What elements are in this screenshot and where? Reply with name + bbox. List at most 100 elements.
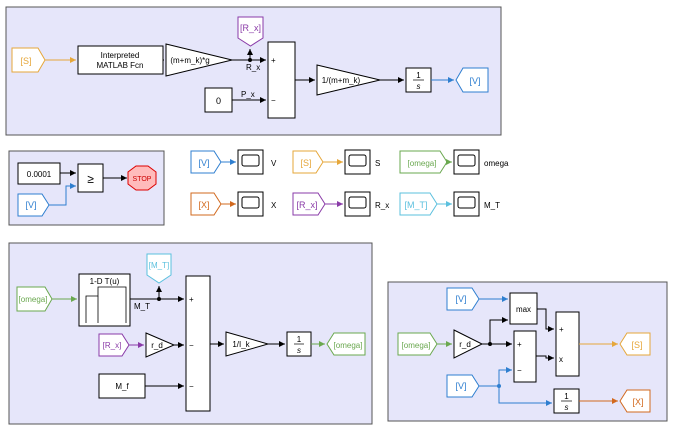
constant-threshold-block[interactable]: 0.0001 [17,162,61,185]
goto-tag-S[interactable]: [S] [619,332,651,356]
from-tag-S-scope[interactable]: [S] [292,150,324,174]
sum-slip-minus: − [517,366,522,375]
from-tag-R_x-scope[interactable]: [R_x] [292,192,326,216]
interpreted-matlab-fcn-block[interactable]: Interpreted MATLAB Fcn [77,45,164,75]
sum-torque-minus1: − [189,341,194,350]
goto-tag-X[interactable]: [X] [619,389,651,413]
from-tag-omega-slip[interactable]: [omega] [397,332,438,356]
gain-inverse-mass-label: 1/(m+m_k) [322,76,361,85]
integrator-position-block[interactable]: 1 s [553,388,580,414]
goto-tag-S-label: [S] [631,340,642,350]
wire-V2-to-integrator [498,386,552,406]
goto-tag-M_T-label: [M_T] [149,261,169,270]
goto-tag-omega-label: [omega] [334,341,363,350]
sum-torque-block[interactable]: + − − [185,275,211,412]
wire-sum-to-product [536,355,554,361]
integrator-velocity-num: 1 [416,71,421,80]
goto-tag-R_x-label: [R_x] [240,23,261,33]
from-tag-V-stop[interactable]: [V] [17,193,50,217]
relational-operator-label: ≥ [87,172,94,186]
lookup-table-block[interactable]: 1-D T(u) [78,273,131,327]
scope-V-label: V [271,159,277,168]
from-tag-M_T-scope-label: [M_T] [404,200,427,210]
from-tag-omega-rot-label: [omega] [19,295,48,304]
scope-S-label: S [375,159,380,168]
goto-tag-V[interactable]: [V] [455,67,489,93]
signal-label-M_T: M_T [134,302,150,311]
scope-S[interactable] [344,149,371,175]
constant-zero-value: 0 [216,96,221,106]
scope-M_T-label: M_T [484,201,500,210]
scope-M_T[interactable] [453,191,480,217]
goto-tag-V-label: [V] [469,76,480,86]
sum-torque-plus: + [189,295,194,304]
integrator-omega-den: s [297,346,301,355]
goto-tag-X-label: [X] [632,397,643,407]
product-plus: + [559,325,564,334]
gain-inverse-mass-block[interactable]: 1/(m+m_k) [316,64,381,96]
scope-R_x[interactable] [344,191,371,217]
constant-M_f-block[interactable]: M_f [98,373,146,399]
gain-r_d-rot-block[interactable]: r_d [145,332,176,358]
goto-tag-R_x-top[interactable]: [R_x] [237,16,264,47]
gain-r_d-rot-label: r_d [151,341,163,350]
integrator-position-num: 1 [564,392,569,401]
relational-operator-block[interactable]: ≥ [77,163,104,193]
from-tag-V-slip2[interactable]: [V] [446,374,480,398]
scope-omega-label: omega [484,159,509,168]
from-tag-S-label: [S] [20,56,31,66]
integrator-omega-num: 1 [297,335,302,344]
from-tag-omega-slip-label: [omega] [402,341,431,350]
integrator-velocity-den: s [417,82,421,91]
max-label: max [516,305,531,314]
sum-force-block[interactable]: + − [267,41,296,119]
sum-torque-minus2: − [189,382,194,391]
integrator-omega-block[interactable]: 1 s [286,331,312,357]
constant-threshold-value: 0.0001 [27,170,52,179]
scope-X[interactable] [237,191,264,217]
goto-tag-M_T[interactable]: [M_T] [146,253,172,284]
from-tag-omega-scope-label: [omega] [408,159,437,168]
stop-label: STOP [133,176,152,183]
signal-label-R_x: R_x [246,63,260,72]
product-x: x [559,355,563,364]
gain-inertia-block[interactable]: 1/I_k [225,331,270,357]
constant-zero-block[interactable]: 0 [204,87,233,113]
from-tag-R_x-rot[interactable]: [R_x] [98,333,130,357]
scope-omega[interactable] [453,149,480,175]
constant-M_f-label: M_f [115,382,129,391]
fcn-label-line2: MATLAB Fcn [97,61,144,70]
goto-tag-omega[interactable]: [omega] [326,332,366,356]
integrator-position-den: s [565,403,569,412]
from-tag-X-scope[interactable]: [X] [190,192,222,216]
gain-r_d-slip-label: r_d [459,340,471,349]
from-tag-omega-scope[interactable]: [omega] [399,150,448,174]
from-tag-M_T-scope[interactable]: [M_T] [399,192,438,216]
wire-V2-to-sum [498,367,512,386]
wire-max-to-product [537,308,554,332]
from-tag-V-slip2-label: [V] [455,381,466,391]
from-tag-V-scope[interactable]: [V] [190,150,222,174]
gain-r_d-slip-block[interactable]: r_d [453,329,484,359]
from-tag-V-slip1-label: [V] [455,294,466,304]
scope-X-label: X [271,201,277,210]
sum-slip-block[interactable]: + − [513,330,537,383]
from-tag-S-top[interactable]: [S] [11,47,46,73]
gain-inertia-label: 1/I_k [232,340,250,349]
max-block[interactable]: max [509,292,538,325]
from-tag-omega-rot[interactable]: [omega] [16,286,53,312]
gain-weight-label: (m+m_k)*g [170,56,209,65]
from-tag-V-slip1[interactable]: [V] [446,287,480,311]
fcn-label-line1: Interpreted [101,51,140,60]
product-block[interactable]: + x [555,311,580,377]
wire-V-to-compare [49,183,76,206]
from-tag-R_x-rot-label: [R_x] [103,341,122,350]
from-tag-S-scope-label: [S] [300,158,311,168]
integrator-velocity-block[interactable]: 1 s [405,67,432,93]
from-tag-V-scope-label: [V] [198,158,209,168]
stop-simulation-block[interactable]: STOP [127,165,157,191]
gain-weight-block[interactable]: (m+m_k)*g [165,43,233,77]
scope-V[interactable] [237,149,264,175]
from-tag-X-scope-label: [X] [198,200,209,210]
